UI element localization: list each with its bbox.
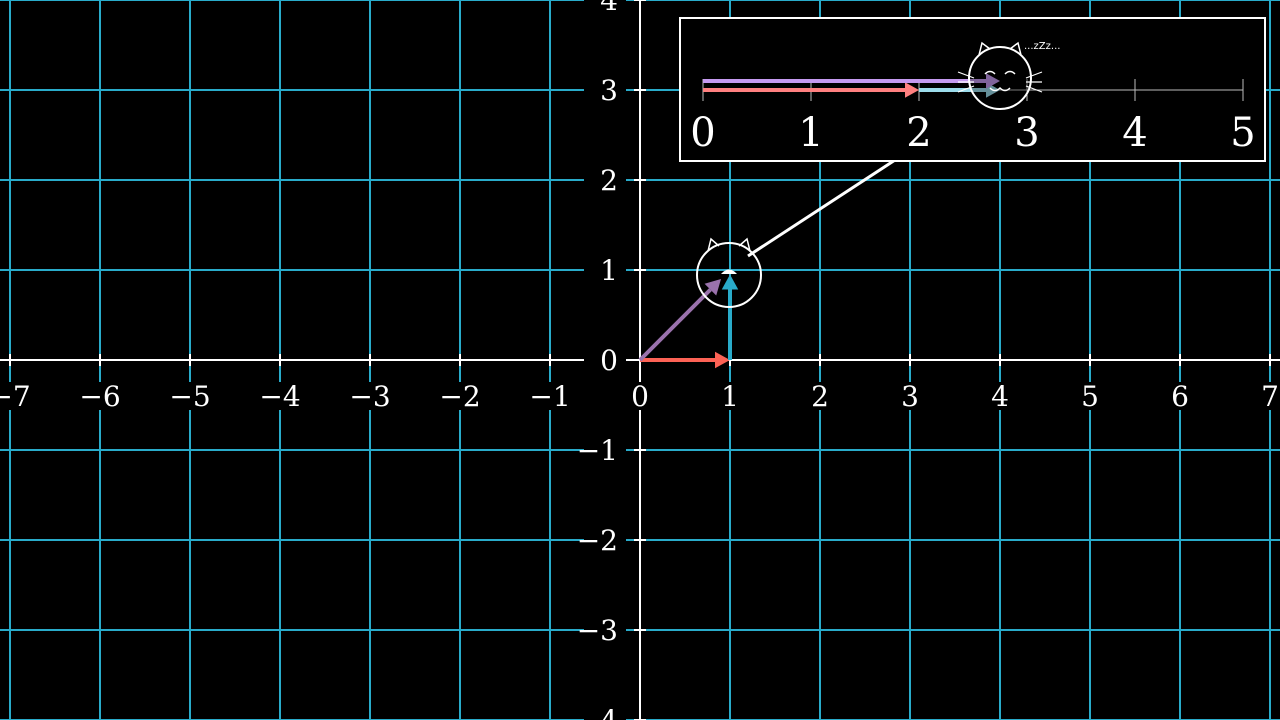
number-line-panel: 0 1 2 3 4 5 ...zZz... [679,17,1266,162]
sleeping-text: ...zZz... [1024,41,1060,52]
x-label-backing [1162,382,1198,410]
x-label-backing [442,382,478,410]
y-tick-label: 2 [600,164,618,197]
x-axis-labels: −7 −6 −5 −4 −3 −2 −1 0 1 2 3 4 5 6 7 [0,380,1280,413]
x-label-backing [172,382,208,410]
x-tick-label: 1 [721,380,739,413]
x-tick-label: 5 [1081,380,1099,413]
y-label-backing [584,344,626,376]
y-tick-label: −4 [577,704,618,720]
small-cat-icon [696,237,762,308]
number-line-labels: 0 1 2 3 4 5 [690,110,1255,156]
number-line-tick-label: 2 [906,110,931,156]
number-line-tick-label: 4 [1122,110,1147,156]
y-tick-label: −3 [577,614,618,647]
x-label-backing [1252,382,1280,410]
number-line-arrows [703,73,1000,98]
x-tick-label: −5 [169,380,210,413]
y-label-backing [584,0,626,16]
lavender-arrow-head [986,73,1000,89]
y-label-backing [584,254,626,286]
x-tick-label: 4 [991,380,1009,413]
x-label-backing [982,382,1018,410]
y-tick-label: −1 [577,434,618,467]
x-label-backing [0,382,28,410]
y-label-backing [584,704,626,720]
purple-vector-head [704,279,721,296]
plane-vectors [638,274,739,369]
number-line-tick-label: 0 [690,110,715,156]
x-label-backing [712,382,748,410]
x-tick-label: −6 [79,380,120,413]
number-line-tick-label: 3 [1014,110,1039,156]
number-line-tick-label: 1 [798,110,823,156]
y-label-backing [584,434,626,466]
x-tick-label: 2 [811,380,829,413]
x-label-backing [892,382,928,410]
x-tick-label: 0 [631,380,649,413]
number-line-tick-label: 5 [1230,110,1255,156]
y-label-backing [584,74,626,106]
x-tick-label: 6 [1171,380,1189,413]
x-label-backing [802,382,838,410]
y-tick-label: 1 [600,254,618,287]
y-label-backing [584,614,626,646]
x-label-backing [352,382,388,410]
x-label-backing [622,382,658,410]
x-label-backing [1072,382,1108,410]
y-label-backing [584,524,626,556]
pink-arrow-head [905,82,919,98]
y-tick-label: 0 [600,344,618,377]
red-vector-head [715,351,730,369]
x-tick-label: −2 [439,380,480,413]
x-label-backing [262,382,298,410]
y-tick-label: 4 [600,0,618,17]
x-tick-label: −1 [529,380,570,413]
x-tick-label: 3 [901,380,919,413]
x-tick-label: −3 [349,380,390,413]
y-tick-label: 3 [600,74,618,107]
y-axis-labels: 4 3 2 1 0 −1 −2 −3 −4 [577,0,626,720]
sleeping-cat-icon [957,41,1043,110]
x-label-backing [532,382,568,410]
x-tick-label: −7 [0,380,31,413]
x-label-backing [82,382,118,410]
y-tick-label: −2 [577,524,618,557]
x-tick-label: −4 [259,380,300,413]
x-tick-label: 7 [1261,380,1279,413]
y-label-backing [584,164,626,196]
teal-vector-head [721,274,739,290]
purple-vector [638,288,712,362]
